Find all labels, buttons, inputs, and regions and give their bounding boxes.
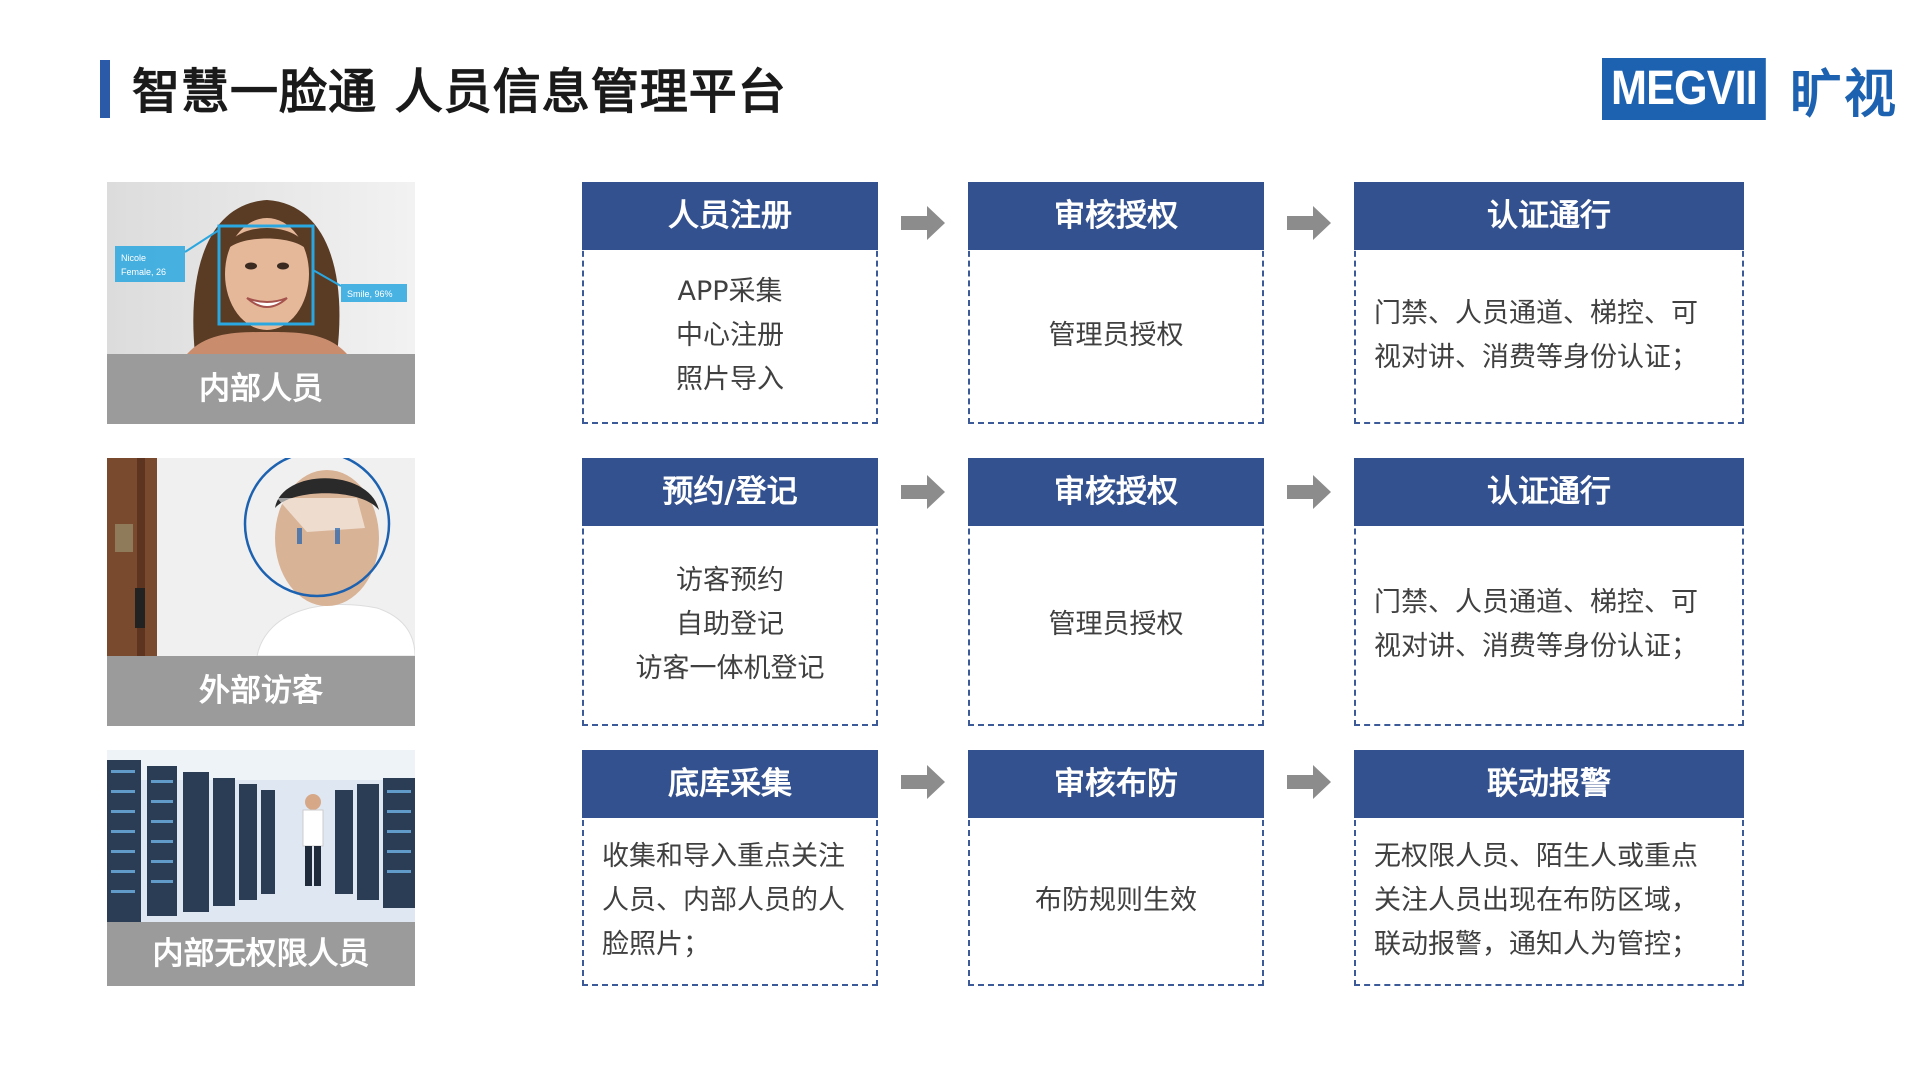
step-line: 门禁、人员通道、梯控、可 — [1374, 587, 1698, 618]
step-line: 收集和导入重点关注 — [602, 841, 845, 872]
step-body: 布防规则生效 — [970, 818, 1262, 984]
photo-unauthorized-staff: 内部无权限人员 — [107, 750, 415, 986]
step-card-approve: 审核授权 管理员授权 — [968, 182, 1264, 424]
step-card-access: 认证通行 门禁、人员通道、梯控、可 视对讲、消费等身份认证； — [1354, 458, 1744, 726]
step-body: 收集和导入重点关注 人员、内部人员的人 脸照片； — [584, 818, 876, 984]
arrow-right-icon — [901, 206, 945, 240]
step-card-approve: 审核授权 管理员授权 — [968, 458, 1264, 726]
step-title: 人员注册 — [582, 182, 878, 250]
photo-label: 外部访客 — [107, 656, 415, 726]
step-line: APP采集 — [677, 276, 783, 307]
step-card-reservation: 预约/登记 访客预约 自助登记 访客一体机登记 — [582, 458, 878, 726]
step-body: APP采集 中心注册 照片导入 — [584, 250, 876, 422]
step-title: 认证通行 — [1354, 458, 1744, 526]
logo-text-en: MEGVII — [1601, 58, 1766, 120]
tag-name: Nicole — [121, 253, 146, 263]
step-line: 关注人员出现在布防区域， — [1374, 885, 1698, 916]
arrow-right-icon — [1287, 765, 1331, 799]
step-card-alarm: 联动报警 无权限人员、陌生人或重点 关注人员出现在布防区域， 联动报警，通知人为… — [1354, 750, 1744, 986]
arrow-right-icon — [1287, 475, 1331, 509]
tag-gender-age: Female, 26 — [121, 267, 166, 277]
step-line: 布防规则生效 — [1035, 885, 1197, 916]
face-recognition-woman-photo: Nicole Female, 26 Smile, 96% — [107, 182, 415, 354]
step-card-deploy: 审核布防 布防规则生效 — [968, 750, 1264, 986]
step-body: 管理员授权 — [970, 250, 1262, 422]
step-line: 中心注册 — [676, 320, 784, 351]
step-line: 门禁、人员通道、梯控、可 — [1374, 298, 1698, 329]
step-line: 管理员授权 — [1048, 609, 1184, 640]
step-line: 视对讲、消费等身份认证； — [1374, 342, 1698, 373]
step-body: 门禁、人员通道、梯控、可 视对讲、消费等身份认证； — [1356, 250, 1742, 422]
step-title: 审核授权 — [968, 458, 1264, 526]
step-line: 脸照片； — [602, 929, 710, 960]
title-accent-bar — [100, 60, 110, 118]
step-line: 管理员授权 — [1048, 320, 1184, 351]
step-title: 预约/登记 — [582, 458, 878, 526]
step-line: 无权限人员、陌生人或重点 — [1374, 841, 1698, 872]
step-card-register: 人员注册 APP采集 中心注册 照片导入 — [582, 182, 878, 424]
photo-label: 内部无权限人员 — [107, 922, 415, 986]
photo-label: 内部人员 — [107, 354, 415, 424]
step-line: 自助登记 — [676, 609, 784, 640]
page-title: 智慧一脸通 人员信息管理平台 — [132, 64, 787, 120]
server-room-photo — [107, 750, 415, 922]
megvii-logo: MEGVII 旷视 — [1601, 58, 1898, 125]
arrow-right-icon — [901, 765, 945, 799]
step-line: 视对讲、消费等身份认证； — [1374, 631, 1698, 662]
step-body: 管理员授权 — [970, 526, 1262, 724]
step-line: 访客一体机登记 — [635, 653, 825, 684]
step-body: 门禁、人员通道、梯控、可 视对讲、消费等身份认证； — [1356, 526, 1742, 724]
step-title: 审核授权 — [968, 182, 1264, 250]
tag-smile: Smile, 96% — [347, 289, 393, 299]
step-title: 认证通行 — [1354, 182, 1744, 250]
step-line: 访客预约 — [676, 565, 784, 596]
step-title: 底库采集 — [582, 750, 878, 818]
step-card-collection: 底库采集 收集和导入重点关注 人员、内部人员的人 脸照片； — [582, 750, 878, 986]
step-body: 访客预约 自助登记 访客一体机登记 — [584, 526, 876, 724]
photo-internal-staff: Nicole Female, 26 Smile, 96% 内部人员 — [107, 182, 415, 424]
step-line: 照片导入 — [676, 364, 784, 395]
step-title: 审核布防 — [968, 750, 1264, 818]
face-scan-visitor-photo — [107, 458, 415, 656]
step-line: 人员、内部人员的人 — [602, 885, 845, 916]
logo-text-cn: 旷视 — [1789, 64, 1898, 125]
step-title: 联动报警 — [1354, 750, 1744, 818]
arrow-right-icon — [1287, 206, 1331, 240]
step-card-access: 认证通行 门禁、人员通道、梯控、可 视对讲、消费等身份认证； — [1354, 182, 1744, 424]
arrow-right-icon — [901, 475, 945, 509]
step-line: 联动报警，通知人为管控； — [1374, 929, 1698, 960]
step-body: 无权限人员、陌生人或重点 关注人员出现在布防区域， 联动报警，通知人为管控； — [1356, 818, 1742, 984]
photo-visitor: 外部访客 — [107, 458, 415, 726]
